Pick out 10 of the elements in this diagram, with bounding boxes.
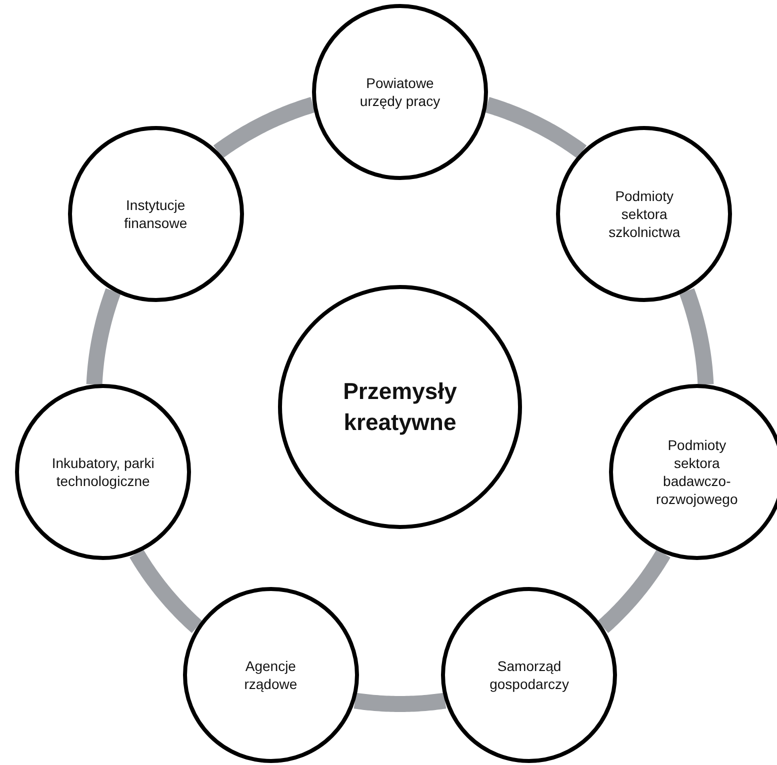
node-label: Samorząd gospodarczy [488, 657, 570, 694]
node-label: Przemysły kreatywne [342, 376, 458, 437]
node-label: Powiatowe urzędy pracy [358, 74, 442, 110]
node-label: Podmioty sektora badawczo-rozwojowego [655, 436, 739, 508]
node-label: Inkubatory, parki technologiczne [51, 454, 156, 490]
node-label: Instytucje finansowe [123, 196, 188, 232]
node-label: Agencje rządowe [243, 657, 298, 694]
connector-arc [130, 548, 204, 634]
connector-arc [596, 548, 670, 634]
node-label: Podmioty sektora szkolnictwa [608, 186, 682, 242]
